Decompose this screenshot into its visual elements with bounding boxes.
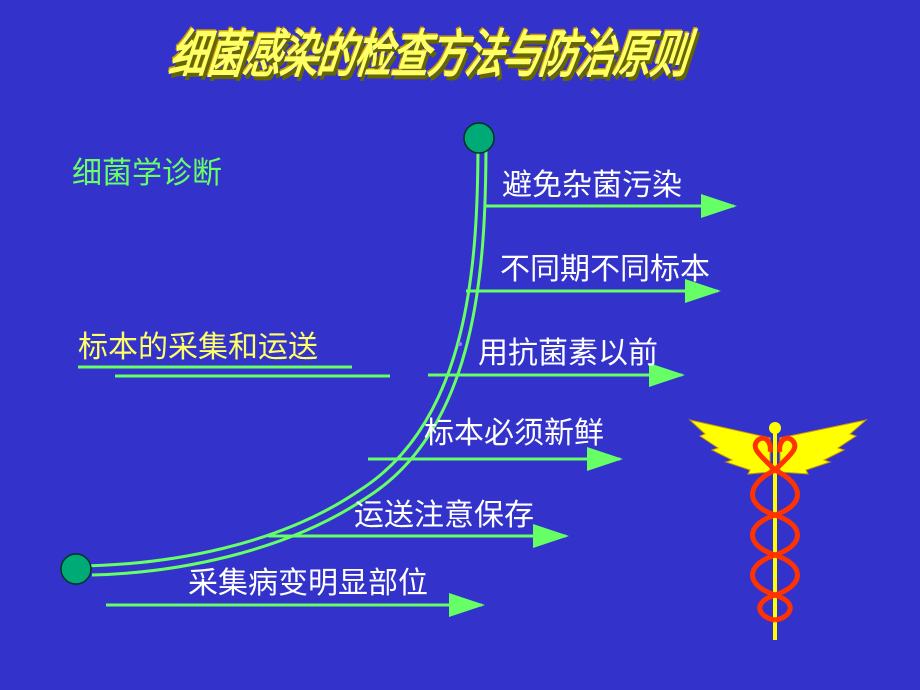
slide-title: 细菌感染的检查方法与防治原则	[166, 24, 693, 84]
section-label: 细菌学诊断	[72, 156, 222, 191]
item-collect-lesion-site: 采集病变明显部位	[188, 566, 428, 601]
item-transport-storage: 运送注意保存	[354, 498, 534, 533]
item-fresh-samples: 标本必须新鲜	[424, 416, 604, 451]
trunk-curve-inner	[91, 139, 488, 577]
caduceus-icon	[688, 419, 868, 640]
subsection-label: 标本的采集和运送	[78, 330, 318, 365]
top-node	[463, 122, 495, 154]
item-different-stage-samples: 不同期不同标本	[500, 252, 710, 287]
bullet-dot	[458, 342, 462, 346]
trunk-curve-outer	[77, 139, 480, 568]
item-avoid-contamination: 避免杂菌污染	[502, 168, 682, 203]
item-before-antibiotics: 用抗菌素以前	[478, 336, 658, 371]
bottom-node	[60, 553, 92, 585]
